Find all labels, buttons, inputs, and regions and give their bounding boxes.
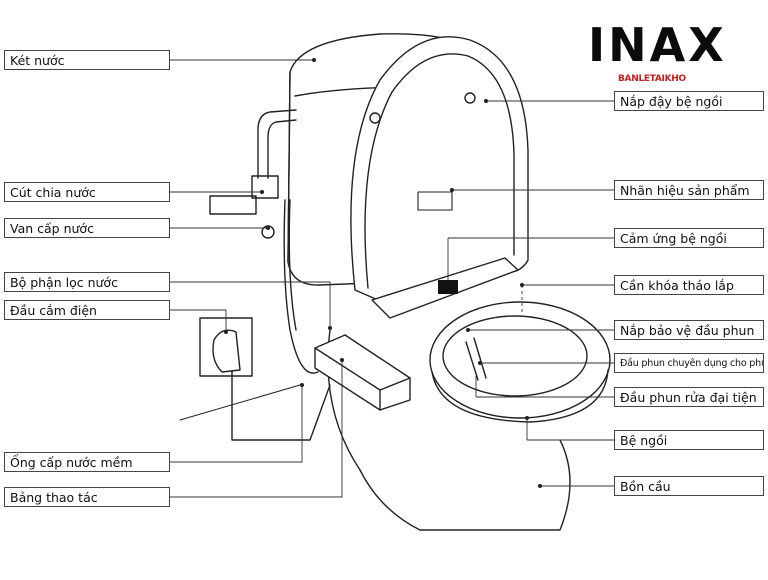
- wall-outlet: [199, 317, 253, 377]
- leader-ong-cap-nuoc: [170, 385, 303, 463]
- power-cord: [231, 371, 331, 441]
- dot-phu-nu: [478, 361, 482, 365]
- dot-nap-bao-ve: [466, 328, 470, 332]
- leader-cam-ung: [447, 237, 614, 282]
- dot-nhan-hieu: [450, 188, 454, 192]
- control-panel-box: [314, 334, 411, 411]
- dot-loc: [328, 326, 332, 330]
- dot-cam-dien: [224, 330, 228, 334]
- label-dau-phun-phu-nu: Đầu phun chuyên dụng cho phụ nữ: [614, 353, 764, 373]
- supply-pipe: [257, 109, 297, 179]
- dot-ong: [300, 383, 304, 387]
- label-bon-cau: Bồn cầu: [614, 476, 764, 496]
- label-ong-cap-nuoc-mem: Ống cấp nước mềm: [4, 452, 170, 472]
- label-nhan-hieu-san-pham: Nhãn hiệu sản phẩm: [614, 180, 764, 200]
- supply-hose-outer: [288, 199, 297, 331]
- supply-pipe-outer: [267, 119, 297, 179]
- label-bo-phan-loc-nuoc: Bộ phận lọc nước: [4, 272, 170, 292]
- label-ket-nuoc: Két nước: [4, 50, 170, 70]
- site-logo: BANLETAIKHO: [618, 74, 686, 84]
- tee-connector: [251, 175, 279, 199]
- label-dau-phun-dai-tien: Đầu phun rửa đại tiện: [614, 387, 764, 407]
- seat-lid-outline: [350, 36, 529, 301]
- leader-be-ngoi: [526, 418, 614, 441]
- floor-line: [179, 384, 301, 421]
- label-be-ngoi: Bệ ngồi: [614, 430, 764, 450]
- supply-hose: [283, 199, 319, 374]
- seat-rim: [431, 369, 609, 423]
- dot-nap-day: [484, 99, 488, 103]
- wall-flange: [209, 195, 257, 215]
- dot-bang: [340, 358, 344, 362]
- dot-van: [266, 226, 270, 230]
- leader-dau-phun-dai-tien: [475, 376, 614, 398]
- dot-ket-nuoc: [312, 58, 316, 62]
- plug-body: [212, 329, 241, 373]
- brand-label-plate: [417, 191, 453, 211]
- dot-can-khoa: [520, 283, 524, 287]
- seat-opening: [442, 315, 588, 397]
- dot-bon-cau: [538, 484, 542, 488]
- leader-bang-thao-tac: [170, 360, 343, 498]
- label-bang-thao-tac: Bảng thao tác: [4, 487, 170, 507]
- seat-sensor: [438, 280, 458, 294]
- label-van-cap-nuoc: Van cấp nước: [4, 218, 170, 238]
- label-dau-cam-dien: Đầu cắm điện: [4, 300, 170, 320]
- label-nap-bao-ve-dau-phun: Nắp bảo vệ đầu phun: [614, 320, 764, 340]
- label-nap-day-be-ngoi: Nắp đậy bệ ngồi: [614, 91, 764, 111]
- label-can-khoa-thao-lap: Cần khóa tháo lắp: [614, 275, 764, 295]
- dot-be-ngoi: [525, 416, 529, 420]
- label-cut-chia-nuoc: Cút chia nước: [4, 182, 170, 202]
- tank-side: [287, 71, 291, 263]
- bowl-body: [327, 329, 571, 531]
- lid-hinge-bolt-left: [369, 112, 381, 124]
- dot-cut-chia: [260, 190, 264, 194]
- label-cam-ung-be-ngoi: Cảm ứng bệ ngồi: [614, 228, 764, 248]
- leader-bo-phan-loc: [170, 281, 331, 328]
- seat-lid-inner: [364, 53, 515, 289]
- nozzle-arm: [465, 337, 487, 381]
- leader-dau-cam-dien: [170, 309, 227, 332]
- lid-hinge-bolt: [464, 92, 476, 104]
- toilet-seat: [429, 301, 611, 419]
- brand-logo: INAX: [588, 18, 727, 72]
